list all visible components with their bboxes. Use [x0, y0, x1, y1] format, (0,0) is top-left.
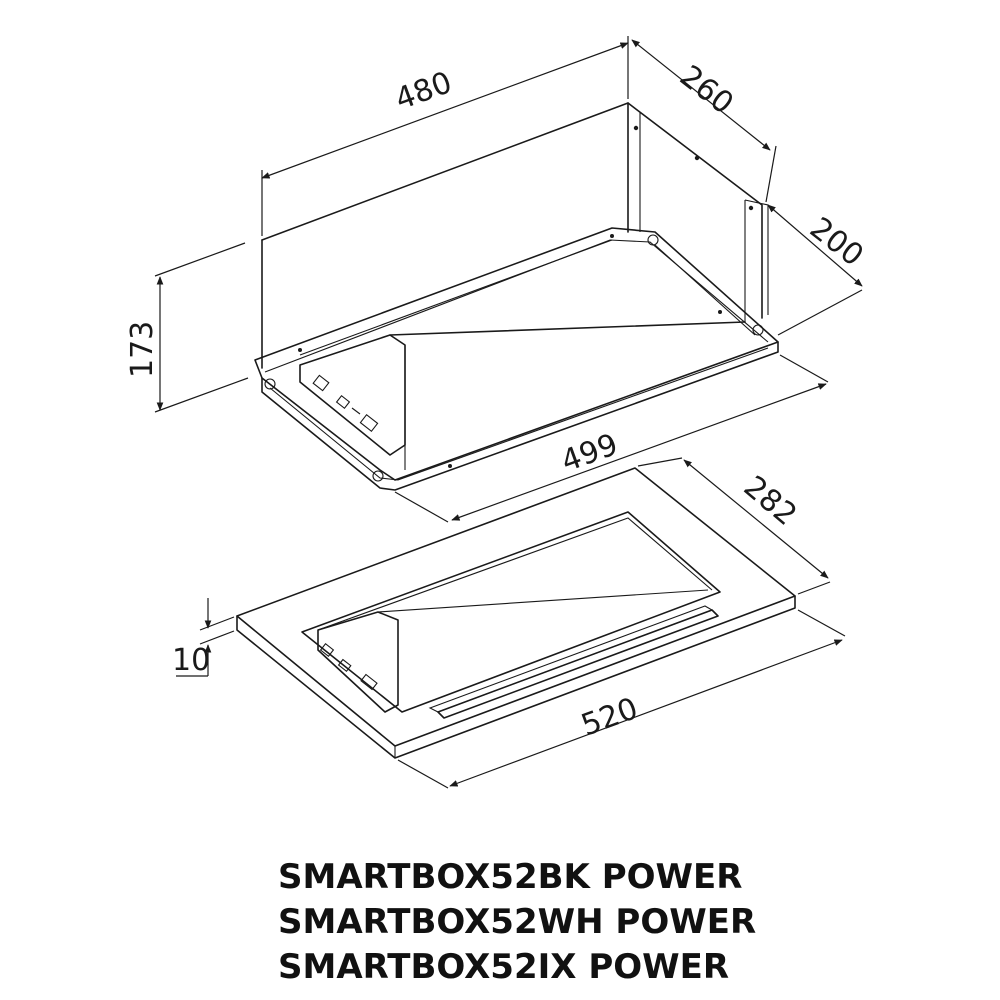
- dim-520-ext-right: [797, 609, 846, 637]
- dim-499-ext-left: [394, 491, 449, 523]
- mounting-lug: [752, 324, 764, 336]
- box-frame-inner-line-3: [654, 244, 756, 336]
- model-list: SMARTBOX52BK POWER SMARTBOX52WH POWER SM…: [278, 855, 756, 990]
- dim-499-ext-right: [779, 354, 829, 383]
- screw-hole: [610, 234, 614, 238]
- built-in-unit-drawing: [254, 102, 779, 491]
- connector-slot: [359, 413, 379, 433]
- connector-slot: [335, 394, 351, 410]
- panel-cutout-inner: [317, 517, 713, 631]
- dim-173-ext-bottom: [154, 377, 249, 413]
- dim-282-ext-bottom: [797, 581, 831, 595]
- dim-10-ext-top: [199, 616, 235, 631]
- dim-260-label: 260: [673, 59, 740, 122]
- dim-520-ext-left: [397, 759, 449, 789]
- model-name: SMARTBOX52WH POWER: [278, 902, 757, 942]
- panel-tray-top: [377, 589, 709, 613]
- mounting-lug: [264, 378, 276, 390]
- box-frame-inner-line-2: [299, 239, 613, 356]
- model-name: SMARTBOX52IX POWER: [278, 947, 730, 987]
- screw-hole: [718, 310, 722, 314]
- dim-282-ext-top: [637, 457, 683, 467]
- box-right-flange: [744, 199, 769, 315]
- screw-hole: [694, 155, 700, 161]
- panel-cutout: [301, 511, 721, 713]
- box-frame-inner-line: [264, 239, 769, 373]
- box-right-wall-top: [627, 102, 763, 319]
- dim-282-line: [683, 459, 829, 579]
- dim-480-line: [261, 42, 629, 179]
- connector-slot: [360, 673, 378, 691]
- dim-282-label: 282: [737, 469, 803, 533]
- dim-200-ext: [777, 289, 863, 336]
- screw-hole: [448, 464, 452, 468]
- panel-thickness-edge: [236, 595, 796, 759]
- light-slot-inner: [428, 605, 714, 713]
- dim-499-line: [451, 383, 827, 521]
- dim-200-label: 200: [803, 211, 870, 274]
- connector-slot: [312, 374, 330, 392]
- dim-10-ext-bottom: [199, 630, 235, 645]
- glass-panel-drawing: [236, 467, 796, 759]
- dim-520-line: [449, 639, 843, 787]
- dim-173-label: 173: [125, 321, 160, 378]
- dim-200-line: [767, 204, 863, 287]
- box-top-back-edge: [261, 102, 629, 241]
- dim-260-ext: [765, 145, 777, 203]
- dim-520-label: 520: [577, 691, 643, 743]
- mounting-lug: [647, 234, 659, 246]
- dim-10-label: 10: [172, 643, 210, 678]
- dim-499-label: 499: [557, 427, 623, 479]
- connector-slot: [319, 642, 335, 658]
- motor-housing-top: [389, 321, 746, 336]
- screw-hole: [298, 348, 302, 352]
- dim-260-line: [631, 39, 771, 151]
- box-frame-front-lip: [261, 341, 779, 491]
- panel-motor-tray: [317, 611, 399, 713]
- connector-slot: [337, 658, 352, 673]
- panel-outline: [236, 467, 796, 747]
- screw-hole: [748, 205, 754, 211]
- dim-173-ext-top: [154, 242, 246, 277]
- screw-hole: [633, 125, 639, 131]
- housing-detail: [351, 407, 361, 415]
- model-name: SMARTBOX52BK POWER: [278, 857, 743, 897]
- mounting-lug: [372, 470, 384, 482]
